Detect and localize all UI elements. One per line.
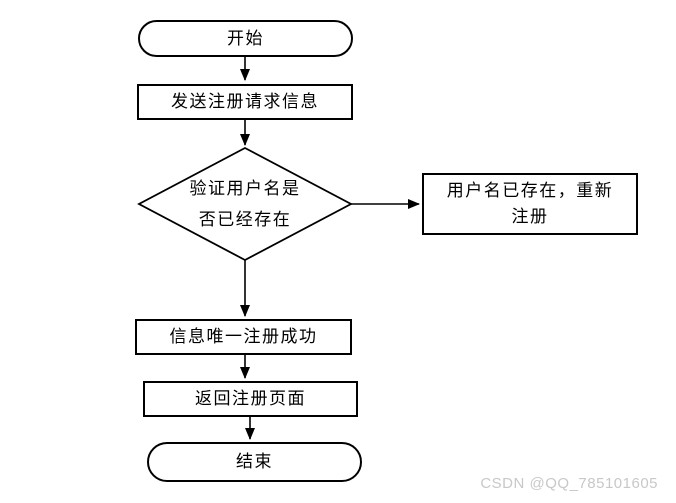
node-username-exists-line2: 注册 [511, 207, 549, 226]
flowchart-node-return-page: 返回注册页面 [143, 381, 358, 417]
node-start-label: 开始 [227, 28, 264, 48]
node-send-request-label: 发送注册请求信息 [171, 92, 319, 111]
flowchart-node-verify-username: 验证用户名是 否已经存在 [160, 161, 330, 247]
node-username-exists-line1: 用户名已存在，重新 [446, 181, 614, 200]
node-return-page-label: 返回注册页面 [195, 389, 306, 408]
flowchart-node-start: 开始 [138, 20, 353, 57]
node-verify-label-line1: 验证用户名是 [189, 179, 301, 198]
node-end-label: 结束 [236, 452, 273, 471]
flowchart-node-username-exists: 用户名已存在，重新 注册 [422, 173, 638, 235]
watermark-text: CSDN @QQ_785101605 [480, 475, 658, 492]
node-verify-label-line2: 否已经存在 [198, 210, 292, 229]
node-register-success-label: 信息唯一注册成功 [169, 327, 318, 346]
flowchart-node-send-request: 发送注册请求信息 [137, 84, 353, 120]
flowchart-node-register-success: 信息唯一注册成功 [135, 319, 352, 355]
flowchart-node-end: 结束 [147, 442, 362, 482]
